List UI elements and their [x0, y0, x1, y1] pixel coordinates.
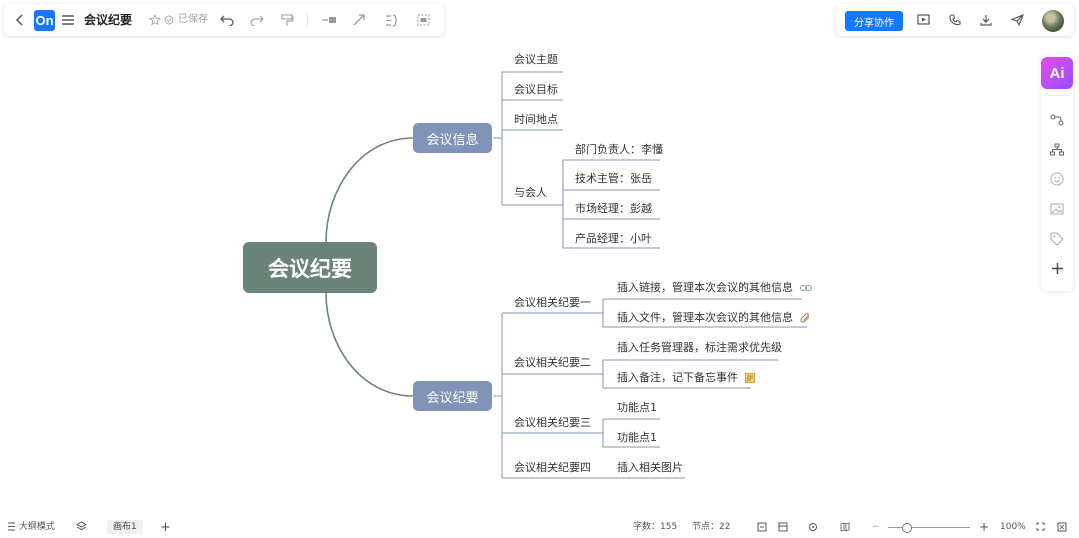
top-right-toolbar: 分享协作: [836, 4, 1074, 36]
node-count-value: 22: [719, 522, 731, 532]
summary-icon[interactable]: [382, 4, 400, 36]
layers-icon[interactable]: [75, 517, 88, 538]
subtopic[interactable]: 与会人: [514, 186, 547, 199]
leaf-text: 插入链接，管理本次会议的其他信息: [617, 281, 793, 294]
subtopic[interactable]: 会议相关纪要四: [514, 461, 591, 474]
divider: [1045, 95, 1069, 96]
fullscreen-icon[interactable]: [1036, 517, 1045, 538]
leaf-text: 插入备注，记下备忘事件: [617, 371, 738, 384]
locate-icon[interactable]: [808, 517, 818, 538]
node-count: 节点：22: [692, 517, 730, 538]
leaf-topic[interactable]: 插入备注，记下备忘事件: [617, 369, 755, 385]
format-painter-icon[interactable]: [278, 4, 296, 36]
word-count-label: 字数：: [633, 522, 661, 532]
outline-mode-toggle[interactable]: 大纲模式: [7, 517, 55, 538]
leaf-topic[interactable]: 技术主管：张岳: [575, 172, 652, 185]
word-count-value: 155: [660, 522, 678, 532]
insert-node-icon[interactable]: [320, 4, 338, 36]
leaf-topic[interactable]: 功能点1: [617, 431, 657, 444]
leaf-topic[interactable]: 插入文件，管理本次会议的其他信息: [617, 309, 811, 325]
node-count-label: 节点：: [692, 522, 720, 532]
redo-icon[interactable]: [248, 4, 266, 36]
subtopic[interactable]: 会议目标: [514, 83, 558, 96]
word-count: 字数：155: [633, 517, 677, 538]
style-icon[interactable]: [1041, 108, 1073, 132]
leaf-text: 插入文件，管理本次会议的其他信息: [617, 311, 793, 324]
tag-icon[interactable]: [1041, 227, 1073, 251]
root-topic[interactable]: 会议纪要: [243, 242, 377, 293]
send-icon[interactable]: [1008, 4, 1026, 36]
app-logo[interactable]: On: [34, 10, 55, 31]
layout-icon[interactable]: [778, 517, 788, 538]
zoom-slider-track[interactable]: [888, 527, 970, 528]
outline-mode-label: 大纲模式: [18, 522, 55, 532]
help-icon[interactable]: [1057, 517, 1067, 538]
leaf-topic[interactable]: 插入任务管理器，标注需求优先级: [617, 341, 782, 354]
subtopic[interactable]: 时间地点: [514, 113, 558, 126]
attachment-icon[interactable]: [799, 312, 811, 324]
zoom-in-icon[interactable]: +: [979, 520, 990, 534]
subtopic[interactable]: 会议相关纪要三: [514, 416, 591, 429]
boundary-icon[interactable]: [414, 4, 432, 36]
subtopic[interactable]: 会议相关纪要二: [514, 356, 591, 369]
top-left-toolbar: On 会议纪要 已保存: [4, 4, 444, 36]
map-icon[interactable]: [840, 517, 850, 538]
emoji-icon[interactable]: [1041, 167, 1073, 191]
divider: [307, 13, 308, 27]
download-icon[interactable]: [977, 4, 995, 36]
cloud-saved-icon: [164, 4, 174, 36]
branch-topic-minutes[interactable]: 会议纪要: [413, 381, 492, 411]
branch-topic-meeting-info[interactable]: 会议信息: [413, 123, 492, 153]
zoom-level[interactable]: 100%: [1000, 522, 1026, 532]
leaf-topic[interactable]: 部门负责人：李懂: [575, 143, 663, 156]
avatar[interactable]: [1042, 10, 1064, 32]
image-icon[interactable]: [1041, 197, 1073, 221]
add-canvas-button[interactable]: +: [160, 520, 171, 535]
zoom-out-icon[interactable]: −: [872, 522, 880, 532]
canvas-tab[interactable]: 画布1: [107, 520, 143, 534]
subtopic[interactable]: 会议相关纪要一: [514, 296, 591, 309]
subtopic[interactable]: 会议主题: [514, 53, 558, 66]
share-button[interactable]: 分享协作: [845, 11, 903, 31]
status-bar: 大纲模式 画布1 + 字数：155 节点：22 − + 100%: [0, 517, 1079, 538]
document-title[interactable]: 会议纪要: [84, 13, 133, 27]
history-icon[interactable]: [757, 517, 767, 538]
leaf-topic[interactable]: 插入链接，管理本次会议的其他信息: [617, 279, 812, 295]
leaf-topic[interactable]: 功能点1: [617, 401, 657, 414]
chevron-left-icon[interactable]: [12, 4, 28, 36]
leaf-topic[interactable]: 插入相关图片: [617, 461, 683, 474]
leaf-topic[interactable]: 市场经理：彭越: [575, 202, 652, 215]
undo-icon[interactable]: [218, 4, 236, 36]
presentation-icon[interactable]: [914, 4, 932, 36]
link-icon[interactable]: [799, 284, 812, 292]
ai-assistant-button[interactable]: Ai: [1041, 57, 1073, 89]
relation-line-icon[interactable]: [350, 4, 368, 36]
hamburger-icon[interactable]: [60, 4, 76, 36]
structure-icon[interactable]: [1041, 137, 1073, 161]
note-icon[interactable]: [744, 373, 755, 383]
zoom-slider-handle[interactable]: [902, 523, 912, 533]
star-icon[interactable]: [148, 4, 162, 36]
right-tool-panel: Ai: [1041, 55, 1073, 291]
saved-status: 已保存: [178, 14, 208, 25]
outline-icon: [8, 522, 15, 531]
phone-icon[interactable]: [946, 4, 964, 36]
leaf-topic[interactable]: 产品经理：小叶: [575, 232, 652, 245]
plus-icon[interactable]: [1041, 256, 1073, 280]
